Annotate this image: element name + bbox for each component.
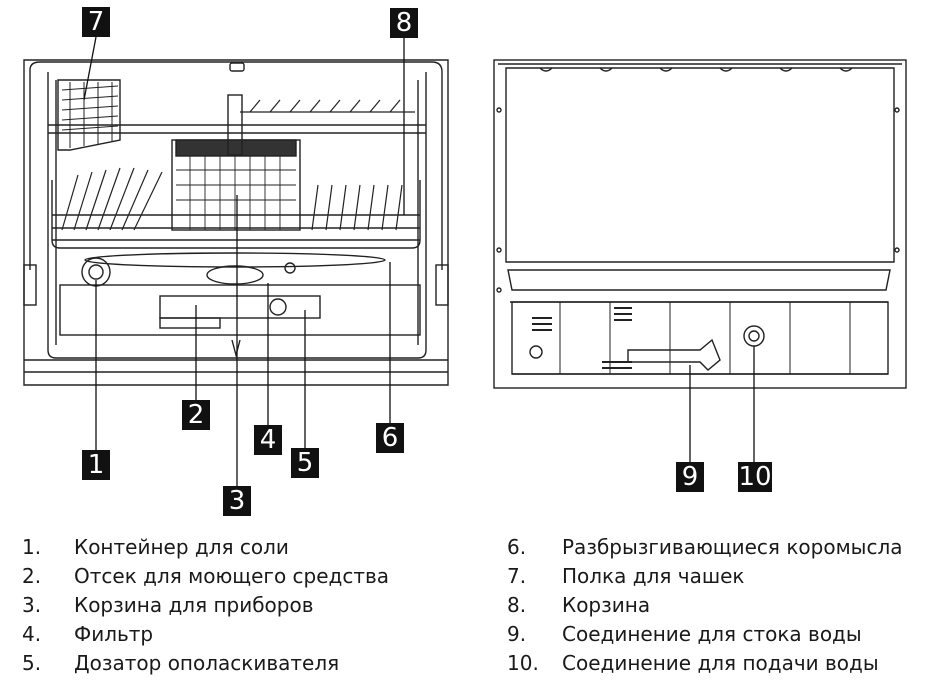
legend-item-label: Полка для чашек [562,564,745,588]
callout-8: 8 [390,8,418,38]
callout-10: 10 [738,462,772,492]
leader-7 [83,36,97,101]
legend-item-label: Соединение для подачи воды [562,651,879,675]
legend-item-label: Разбрызгивающиеся коромысла [562,535,903,559]
legend-item-number: 7. [507,564,527,588]
callout-2: 2 [182,400,210,430]
legend-item-label: Корзина [562,593,651,617]
callout-3: 3 [223,486,251,516]
legend-item: 4. Фильтр [22,620,389,649]
legend-item-number: 1. [22,535,42,559]
legend-item-number: 6. [507,535,527,559]
legend-item: 8. Корзина [507,591,902,620]
callout-5: 5 [291,448,319,478]
legend-item: 10. Соединение для подачи воды [507,649,902,678]
callout-9: 9 [676,462,704,492]
legend-item: 2. Отсек для моющего средства [22,562,389,591]
legend-item: 3. Корзина для приборов [22,591,389,620]
legend-item: 1. Контейнер для соли [22,533,389,562]
legend-item-number: 10. [507,651,539,675]
callout-7: 7 [82,7,110,37]
legend-item-number: 8. [507,593,527,617]
rear-view-dishwasher [493,59,907,389]
legend-item-number: 3. [22,593,42,617]
legend-item-label: Корзина для приборов [74,593,314,617]
legend-item: 6. Разбрызгивающиеся коромысла [507,533,902,562]
legend-item: 9. Соединение для стока воды [507,620,902,649]
legend-item-label: Соединение для стока воды [562,622,862,646]
legend-item-label: Контейнер для соли [74,535,289,559]
callout-6: 6 [376,423,404,453]
legend-item-label: Отсек для моющего средства [74,564,390,588]
legend-left-column: 1. Контейнер для соли 2. Отсек для моющего… [22,533,389,678]
legend-item-number: 9. [507,622,527,646]
legend-item: 5. Дозатор ополаскивателя [22,649,389,678]
legend-item-label: Дозатор ополаскивателя [74,651,340,675]
legend-right-column: 6. Разбрызгивающиеся коромысла 7. Полка дл… [507,533,902,678]
legend-item-number: 5. [22,651,42,675]
legend-item-number: 2. [22,564,42,588]
legend-item-number: 4. [22,622,42,646]
legend-item-label: Фильтр [74,622,154,646]
dishwasher-diagram [23,36,907,486]
legend-item: 7. Полка для чашек [507,562,902,591]
callout-1: 1 [82,450,110,480]
front-view-dishwasher [23,59,449,386]
callout-4: 4 [254,425,282,455]
